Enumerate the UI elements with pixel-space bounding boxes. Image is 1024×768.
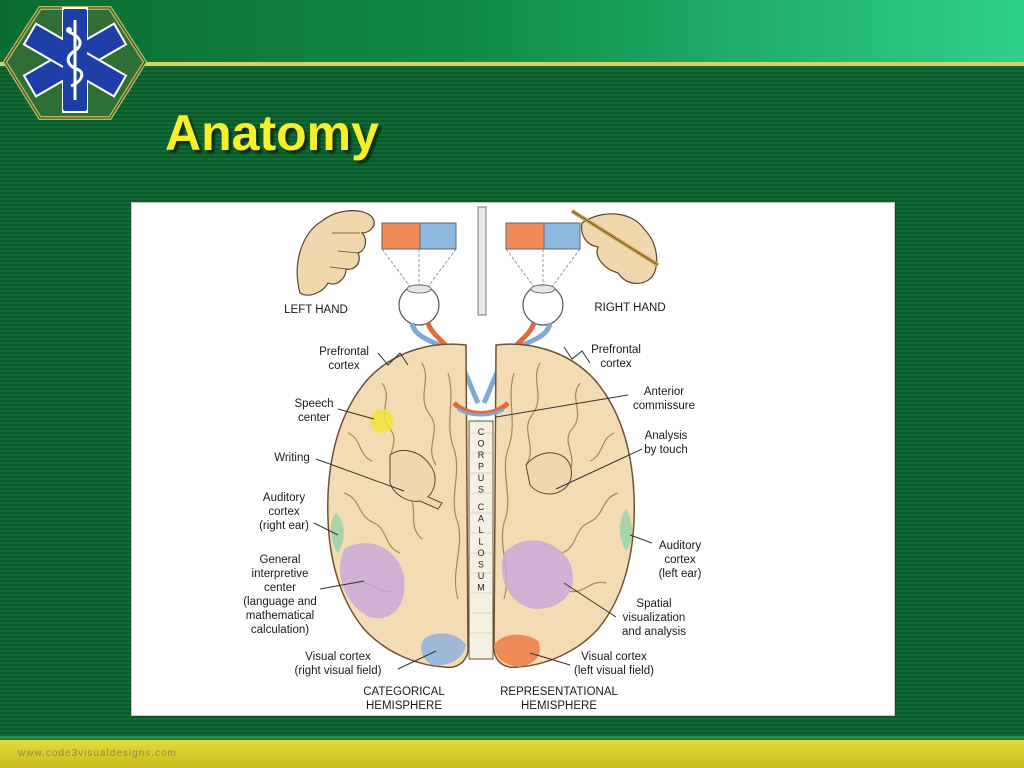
- anterior-commissure: [452, 401, 510, 416]
- center-divider: [477, 206, 487, 316]
- right-visual-cortex-label: Visual cortex(left visual field): [574, 651, 654, 677]
- spatial-region: [501, 540, 573, 609]
- left-hand-label: LEFT HAND: [284, 304, 348, 316]
- left-eye-icon: [398, 284, 440, 326]
- left-visual-cortex-region: [421, 633, 466, 666]
- right-leader-lines: [495, 346, 653, 666]
- left-visual-field-box: [381, 222, 457, 250]
- left-auditory-region: [330, 513, 344, 553]
- bottom-divider: [0, 736, 1024, 739]
- corpus-callosum: [468, 420, 494, 660]
- right-visual-field-box: [505, 222, 581, 250]
- speech-center-region: [370, 409, 394, 433]
- footer-url: www.code3visualdesigns.com: [18, 748, 177, 759]
- left-visual-cortex-label: Visual cortex(right visual field): [295, 651, 382, 677]
- right-eye-icon: [522, 284, 564, 326]
- top-banner: [0, 0, 1024, 64]
- right-hand-icon: [570, 209, 660, 284]
- interpretive-center-region: [340, 543, 405, 619]
- left-hand-icon: [296, 210, 375, 296]
- right-auditory-region: [620, 509, 632, 551]
- left-hemisphere: [327, 343, 469, 669]
- left-leader-lines: [313, 352, 437, 670]
- footer-band: [0, 740, 1024, 768]
- right-hand-label: RIGHT HAND: [594, 302, 665, 314]
- right-hemisphere: [493, 343, 635, 669]
- right-visual-cortex-region: [494, 634, 540, 667]
- slide-title: Anatomy: [165, 105, 379, 161]
- writing-label: Writing: [274, 452, 310, 464]
- top-divider: [0, 62, 1024, 66]
- star-of-life-icon: [2, 6, 148, 120]
